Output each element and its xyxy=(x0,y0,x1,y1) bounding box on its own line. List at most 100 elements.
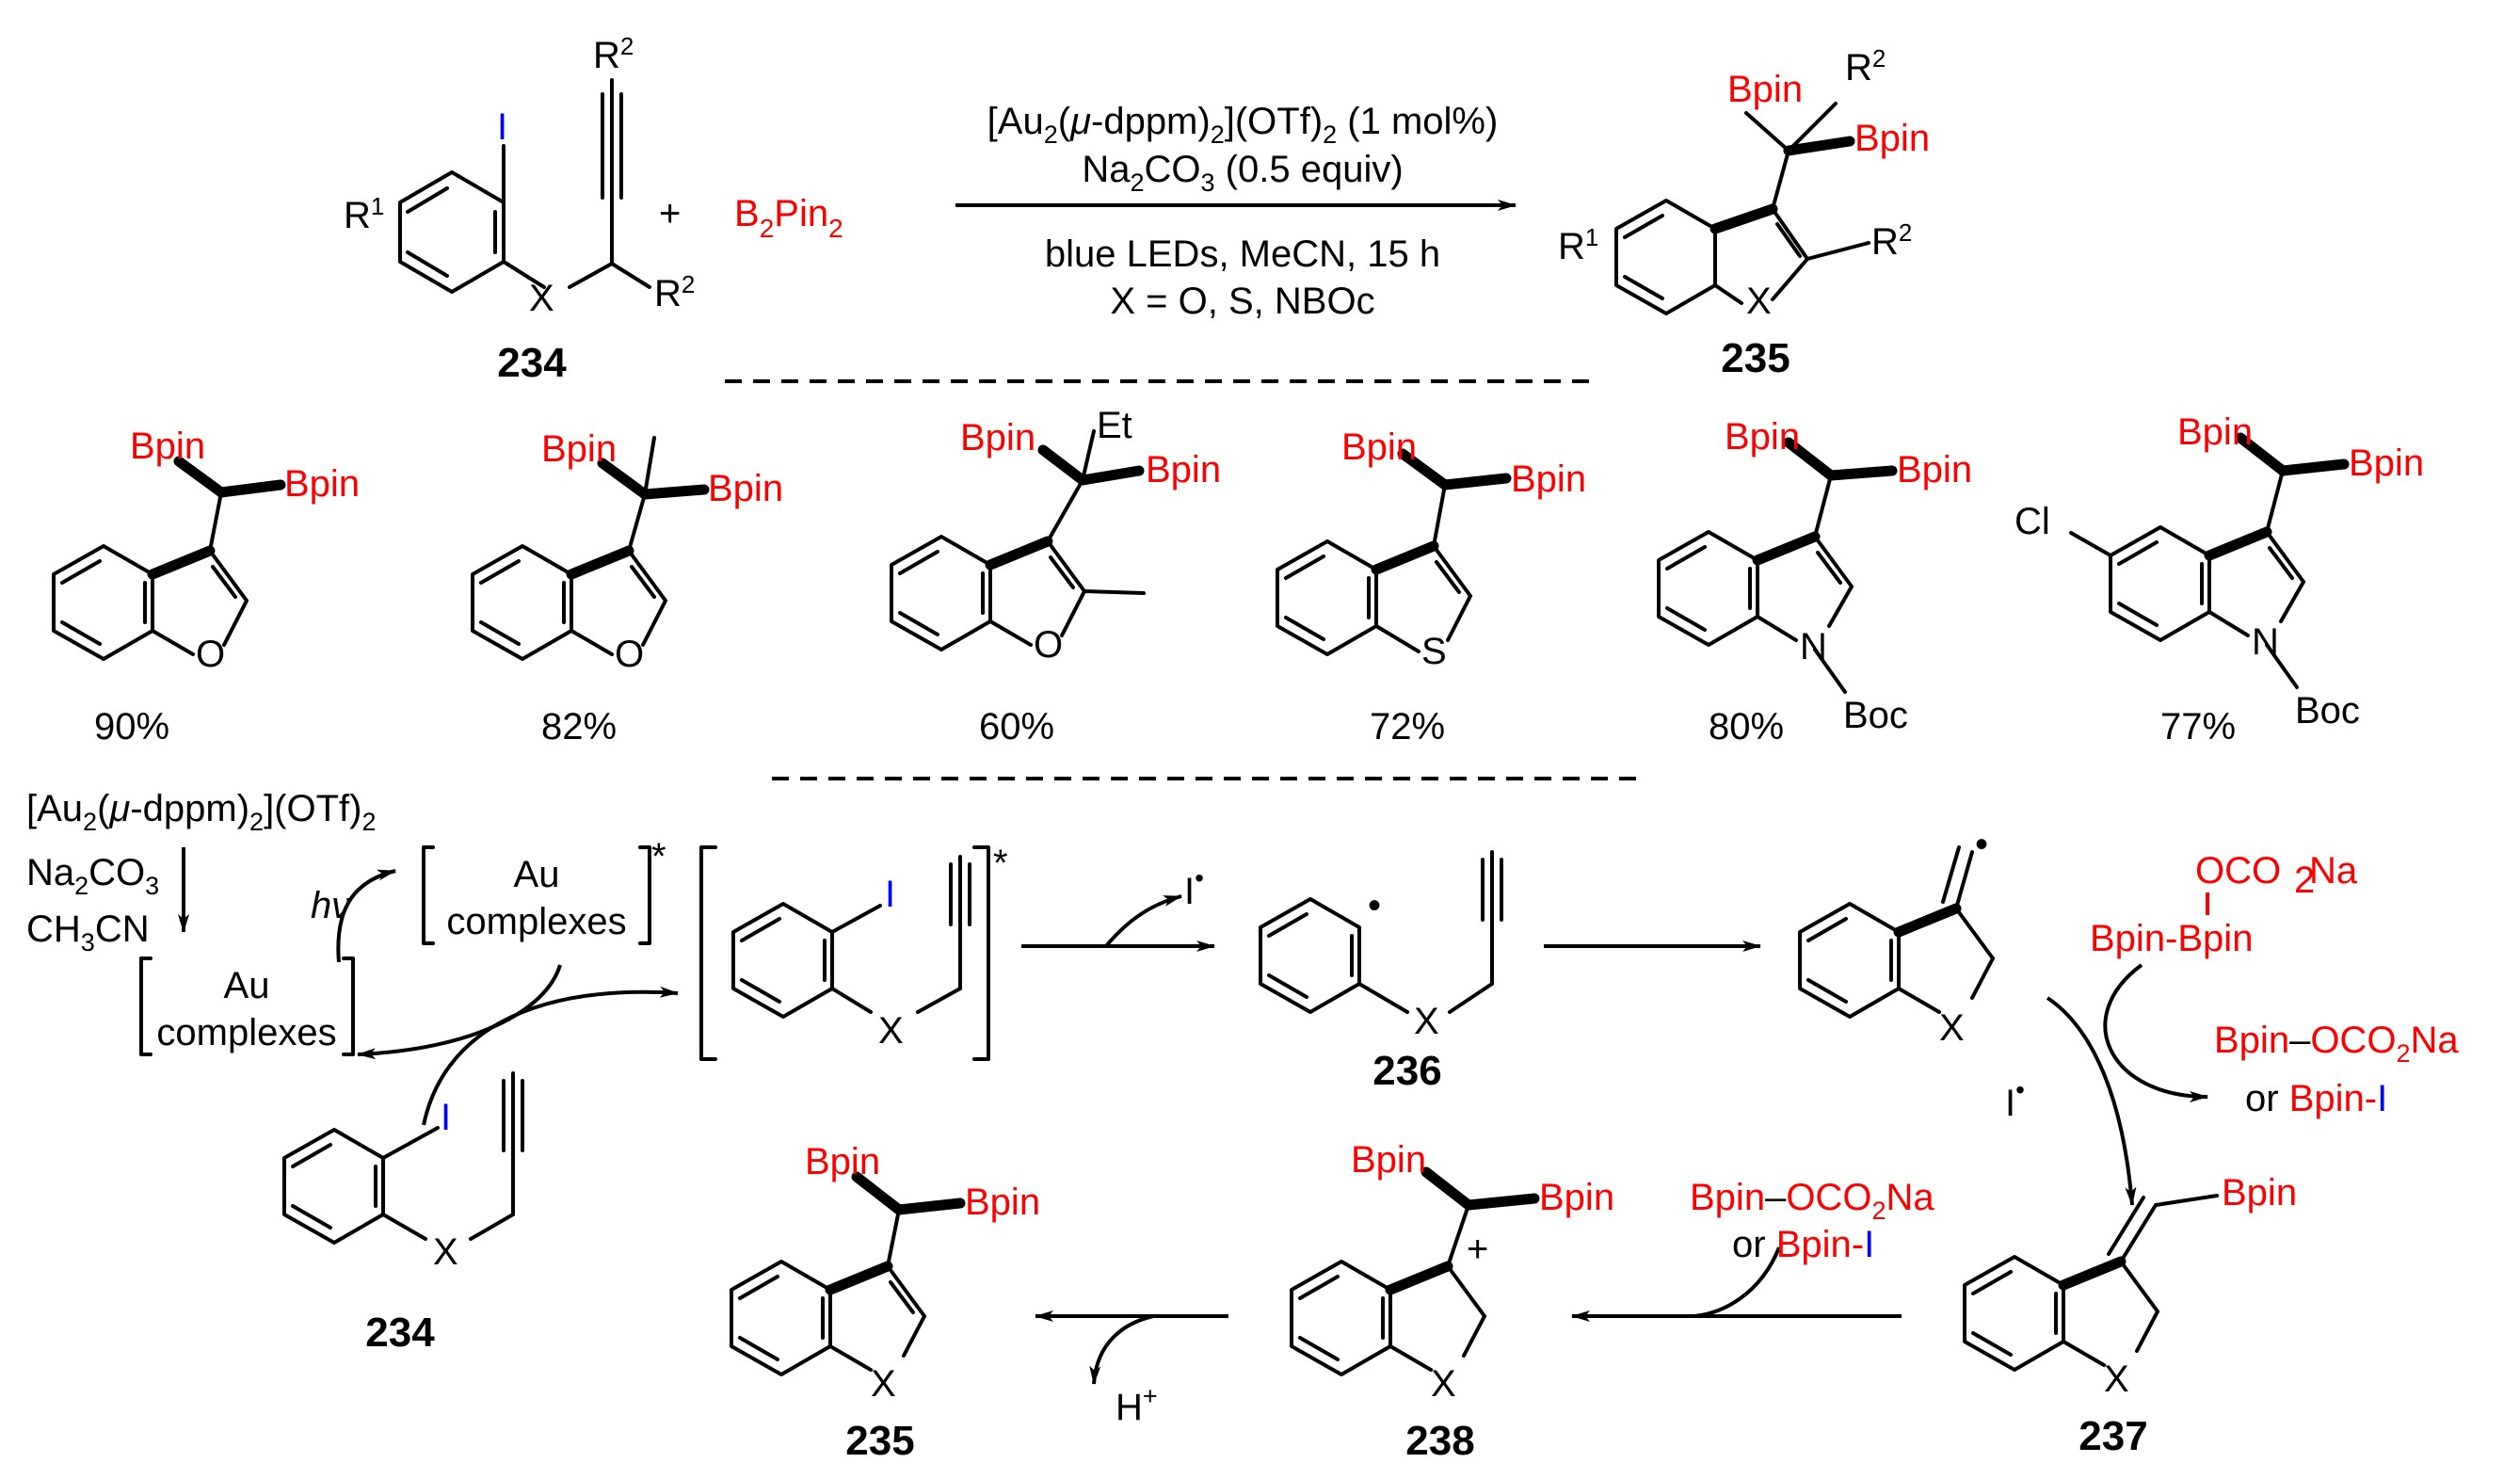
iodine-radical: I• xyxy=(1184,863,1204,912)
svg-text:complexes: complexes xyxy=(156,1012,336,1053)
iodine-atom: I xyxy=(441,1097,451,1138)
svg-text:X: X xyxy=(1431,1363,1456,1405)
bpin-right: Bpin xyxy=(1897,449,1972,490)
intermediate-238: + Bpin Bpin X 238 xyxy=(1290,1139,1614,1464)
svg-text:X: X xyxy=(871,1363,896,1405)
bpin-left: Bpin xyxy=(1725,416,1800,458)
set-arrow xyxy=(422,986,679,1126)
ethyl-group: Et xyxy=(1097,405,1132,446)
r2-top: R2 xyxy=(1845,44,1886,88)
mech-base: Na2CO3 xyxy=(26,852,159,900)
au-complexes-ground: Au complexes xyxy=(139,957,355,1056)
reagent-bpin-oco2na: Bpin–OCO2Na xyxy=(1690,1177,1934,1225)
reagent-bpin-i: or Bpin-I xyxy=(1732,1224,1874,1265)
iodine-release-arrow xyxy=(1104,894,1182,948)
borylation-arrow xyxy=(2046,996,2137,1206)
base-condition: Na2CO3 (0.5 equiv) xyxy=(1082,149,1403,197)
oxygen-atom: O xyxy=(615,634,644,675)
r2-top: R2 xyxy=(593,32,634,76)
bpin-right: Bpin xyxy=(2349,442,2424,484)
byproduct-bpin-oco2na: Bpin–OCO2Na xyxy=(2214,1020,2459,1068)
bpin-left: Bpin xyxy=(130,426,205,467)
label-238: 238 xyxy=(1405,1418,1474,1464)
example-5: N Bpin Bpin Boc 80% xyxy=(1657,416,1972,748)
mech-solvent: CH3CN xyxy=(26,908,150,957)
svg-text:X: X xyxy=(2104,1358,2129,1400)
excited-substrate: * I X xyxy=(699,843,1008,1061)
byproduct-arrow xyxy=(2103,963,2208,1102)
svg-text:Bpin-Bpin: Bpin-Bpin xyxy=(2090,918,2253,959)
b2pin2: B2Pin2 xyxy=(734,193,843,243)
nitrogen-atom: N xyxy=(2252,621,2279,663)
excitation-arrow xyxy=(336,869,396,963)
bpin-left: Bpin xyxy=(541,428,617,470)
label-237: 237 xyxy=(2079,1413,2147,1459)
bpin-right: Bpin xyxy=(1854,118,1930,159)
proton: H+ xyxy=(1116,1382,1158,1428)
bpin-right: Bpin xyxy=(1146,449,1221,490)
reagent-in-arrow xyxy=(1693,1246,1781,1318)
svg-text:I: I xyxy=(885,874,895,915)
svg-text:*: * xyxy=(993,843,1008,884)
mech-catalyst: [Au2(μ-dppm)2](OTf)2 xyxy=(26,788,377,836)
hv-label: hν xyxy=(311,885,350,926)
label-234: 234 xyxy=(497,340,567,386)
bpin-right: Bpin xyxy=(1511,458,1586,500)
r2-side: R2 xyxy=(654,270,695,314)
svg-text:X: X xyxy=(878,1010,904,1052)
yield-60: 60% xyxy=(979,706,1054,748)
svg-text:X: X xyxy=(1939,1007,1965,1049)
intermediate-237: Bpin X 237 xyxy=(1963,1172,2297,1459)
svg-text:Na: Na xyxy=(2309,850,2358,892)
example-2: O Bpin Bpin 82% xyxy=(471,428,783,748)
example-1: O Bpin Bpin 90% xyxy=(52,426,360,748)
yield-80: 80% xyxy=(1709,706,1784,748)
yield-77: 77% xyxy=(2160,706,2236,748)
product-235-mech: Bpin Bpin X 235 xyxy=(730,1141,1040,1464)
sulfur-atom: S xyxy=(1421,631,1447,672)
svg-text:Bpin: Bpin xyxy=(805,1141,880,1182)
nitrogen-atom: N xyxy=(1800,626,1827,667)
svg-text:Bpin: Bpin xyxy=(965,1182,1040,1223)
svg-text:+: + xyxy=(1467,1229,1488,1270)
heteroatom-x: X xyxy=(1746,281,1772,322)
heteroatom-x: X xyxy=(529,278,554,319)
ate-complex: OCO 2 Na Bpin-Bpin xyxy=(2090,850,2358,959)
x-definition: X = O, S, NBOc xyxy=(1110,281,1374,322)
chlorine-atom: Cl xyxy=(2014,501,2050,542)
proton-loss-arrow xyxy=(1089,1314,1154,1385)
r1-substituent: R1 xyxy=(1558,223,1598,267)
light-condition: blue LEDs, MeCN, 15 h xyxy=(1045,233,1440,275)
bpin-left: Bpin xyxy=(960,417,1035,458)
bpin-right: Bpin xyxy=(708,468,783,509)
label-235: 235 xyxy=(1721,335,1790,381)
example-6: N Cl Bpin Bpin Boc 77% xyxy=(2014,411,2424,748)
svg-text:2: 2 xyxy=(2294,860,2315,901)
svg-text:•: • xyxy=(1368,885,1381,926)
example-3: O Bpin Bpin Et 60% xyxy=(890,405,1221,748)
heteroatom-x: X xyxy=(433,1231,458,1273)
catalyst-condition: [Au2(μ-dppm)2](OTf)2 (1 mol%) xyxy=(987,101,1499,149)
bpin-left: Bpin xyxy=(1341,426,1417,468)
bpin-left: Bpin xyxy=(1727,69,1803,110)
iodine-radical-2: I• xyxy=(2005,1075,2025,1124)
label-235-mech: 235 xyxy=(845,1418,914,1464)
boc-group: Boc xyxy=(1843,695,1908,736)
example-4: S Bpin Bpin 72% xyxy=(1276,426,1586,748)
r1-substituent: R1 xyxy=(344,192,384,236)
svg-text:Bpin: Bpin xyxy=(2222,1172,2297,1214)
svg-text:Bpin: Bpin xyxy=(1539,1177,1614,1218)
yield-82: 82% xyxy=(541,706,617,748)
plus-sign: + xyxy=(659,193,681,234)
intermediate-236: • X 236 xyxy=(1259,850,1503,1094)
vinyl-radical: • X xyxy=(1798,824,1995,1049)
svg-text:OCO: OCO xyxy=(2195,850,2281,892)
label-236: 236 xyxy=(1372,1048,1441,1094)
bpin-right: Bpin xyxy=(284,463,360,505)
svg-text:*: * xyxy=(651,836,666,877)
yield-72: 72% xyxy=(1370,706,1445,748)
bpin-left: Bpin xyxy=(2177,411,2253,453)
svg-text:complexes: complexes xyxy=(446,901,626,942)
svg-text:Bpin: Bpin xyxy=(1351,1139,1426,1181)
